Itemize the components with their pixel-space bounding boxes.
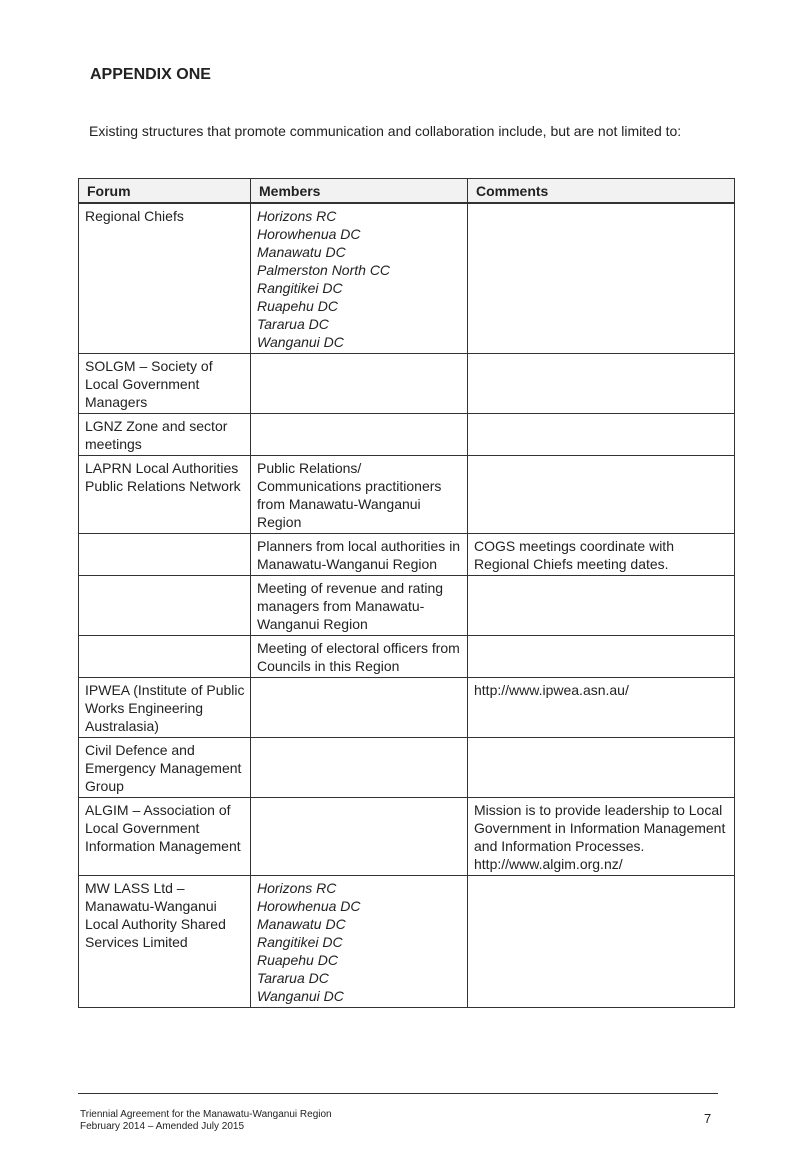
- member-item: Meeting of electoral officers from Counc…: [257, 640, 460, 674]
- members-list: Planners from local authorities in Manaw…: [257, 537, 462, 573]
- forum-cell: [78, 533, 251, 576]
- member-item: Manawatu DC: [257, 244, 346, 260]
- forum-cell: LAPRN Local Authorities Public Relations…: [78, 455, 251, 534]
- header-comments: Comments: [467, 178, 735, 204]
- comments-cell: [467, 413, 735, 456]
- members-cell: Planners from local authorities in Manaw…: [250, 533, 468, 576]
- table-row: MW LASS Ltd – Manawatu-Wanganui Local Au…: [78, 875, 735, 1008]
- forum-cell: Civil Defence and Emergency Management G…: [78, 737, 251, 798]
- comments-cell: [467, 455, 735, 534]
- forum-cell: [78, 635, 251, 678]
- members-cell: Horizons RC Horowhenua DC Manawatu DC Rangi…: [250, 875, 468, 1008]
- forum-cell: MW LASS Ltd – Manawatu-Wanganui Local Au…: [78, 875, 251, 1008]
- members-cell: [250, 353, 468, 414]
- footer-date: February 2014 – Amended July 2015: [80, 1121, 244, 1132]
- forum-cell: IPWEA (Institute of Public Works Enginee…: [78, 677, 251, 738]
- member-item: Manawatu DC: [257, 916, 346, 932]
- comments-cell: [467, 353, 735, 414]
- page-number: 7: [704, 1111, 712, 1126]
- member-item: Rangitikei DC: [257, 280, 343, 296]
- footer: Triennial Agreement for the Manawatu-Wan…: [80, 1109, 332, 1133]
- page-heading: APPENDIX ONE: [90, 66, 211, 83]
- table-row: Regional Chiefs Horizons RC Horowhenua DC M…: [78, 202, 735, 354]
- member-item: Wanganui DC: [257, 334, 344, 350]
- table-row: ALGIM – Association of Local Government …: [78, 797, 735, 876]
- table-row: LAPRN Local Authorities Public Relations…: [78, 455, 735, 534]
- member-item: Wanganui DC: [257, 988, 344, 1004]
- member-item: Ruapehu DC: [257, 298, 338, 314]
- table-row: Meeting of revenue and rating managers f…: [78, 575, 735, 636]
- comments-cell: [467, 575, 735, 636]
- member-item: Horowhenua DC: [257, 898, 361, 914]
- members-cell: [250, 737, 468, 798]
- forum-cell: [78, 575, 251, 636]
- member-item: Ruapehu DC: [257, 952, 338, 968]
- comments-cell: [467, 737, 735, 798]
- footer-document-title: Triennial Agreement for the Manawatu-Wan…: [80, 1109, 332, 1120]
- member-item: Horizons RC: [257, 208, 337, 224]
- members-cell: Horizons RC Horowhenua DC Manawatu DC Palme…: [250, 202, 468, 354]
- forum-cell: ALGIM – Association of Local Government …: [78, 797, 251, 876]
- members-cell: [250, 413, 468, 456]
- header-members: Members: [250, 178, 468, 204]
- member-item: Palmerston North CC: [257, 262, 391, 278]
- member-item: Planners from local authorities in Manaw…: [257, 538, 461, 572]
- table-row: IPWEA (Institute of Public Works Enginee…: [78, 677, 735, 738]
- forum-cell: LGNZ Zone and sector meetings: [78, 413, 251, 456]
- comments-cell: http://www.ipwea.asn.au/: [467, 677, 735, 738]
- members-cell: Public Relations/ Communications practit…: [250, 455, 468, 534]
- member-item: Public Relations/ Communications practit…: [257, 460, 442, 530]
- table-row: LGNZ Zone and sector meetings: [78, 413, 735, 456]
- member-item: Meeting of revenue and rating managers f…: [257, 580, 444, 632]
- members-cell: [250, 797, 468, 876]
- table-row: Planners from local authorities in Manaw…: [78, 533, 735, 576]
- member-item: Horizons RC: [257, 880, 337, 896]
- members-list: Meeting of revenue and rating managers f…: [257, 579, 462, 633]
- members-list: Horizons RC Horowhenua DC Manawatu DC Rangi…: [257, 879, 462, 1005]
- member-item: Tararua DC: [257, 316, 329, 332]
- comments-cell: COGS meetings coordinate with Regional C…: [467, 533, 735, 576]
- intro-paragraph: Existing structures that promote communi…: [89, 123, 682, 139]
- table-header-row: Forum Members Comments: [78, 178, 735, 204]
- member-item: Tararua DC: [257, 970, 329, 986]
- table-row: SOLGM – Society of Local Government Mana…: [78, 353, 735, 414]
- members-list: Meeting of electoral officers from Counc…: [257, 639, 462, 675]
- comments-cell: Mission is to provide leadership to Loca…: [467, 797, 735, 876]
- members-list: Horizons RC Horowhenua DC Manawatu DC Palme…: [257, 207, 462, 351]
- comments-cell: [467, 202, 735, 354]
- table-row: Civil Defence and Emergency Management G…: [78, 737, 735, 798]
- member-item: Horowhenua DC: [257, 226, 361, 242]
- member-item: Rangitikei DC: [257, 934, 343, 950]
- members-list: Public Relations/ Communications practit…: [257, 459, 462, 531]
- footer-divider: [78, 1093, 718, 1094]
- forum-cell: SOLGM – Society of Local Government Mana…: [78, 353, 251, 414]
- members-cell: Meeting of revenue and rating managers f…: [250, 575, 468, 636]
- header-forum: Forum: [78, 178, 251, 204]
- forum-cell: Regional Chiefs: [78, 202, 251, 354]
- members-cell: Meeting of electoral officers from Counc…: [250, 635, 468, 678]
- comments-cell: [467, 875, 735, 1008]
- table-row: Meeting of electoral officers from Counc…: [78, 635, 735, 678]
- comments-cell: [467, 635, 735, 678]
- members-cell: [250, 677, 468, 738]
